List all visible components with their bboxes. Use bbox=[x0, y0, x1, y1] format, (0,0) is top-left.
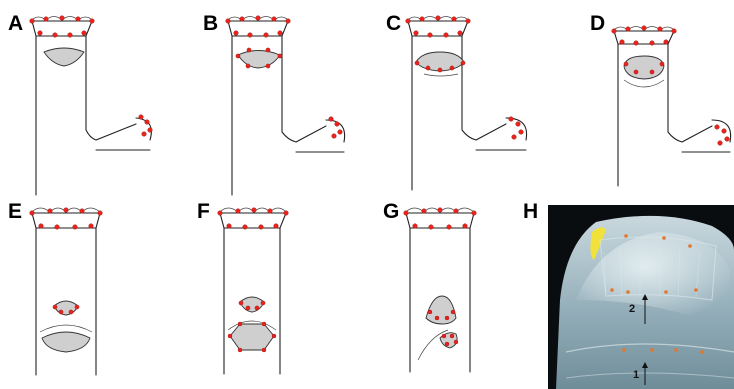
panel-label-c: C bbox=[386, 12, 401, 35]
panel-label-d: D bbox=[590, 12, 605, 35]
drawing-e bbox=[30, 208, 103, 375]
panel-h: H 2 1 bbox=[523, 200, 734, 389]
panel-c: C bbox=[386, 12, 527, 190]
panel-label-g: G bbox=[383, 200, 399, 223]
drawing-c bbox=[406, 16, 527, 190]
panel-label-b: B bbox=[203, 12, 218, 35]
panel-label-h: H bbox=[523, 200, 538, 223]
panel-g: G bbox=[383, 200, 476, 372]
panel-e: E bbox=[8, 200, 102, 375]
marker-2-label: 2 bbox=[629, 303, 635, 315]
panel-label-e: E bbox=[8, 200, 22, 223]
drawing-a bbox=[30, 16, 153, 195]
panel-f: F bbox=[197, 200, 288, 374]
drawing-d bbox=[612, 26, 731, 186]
photo-h: 2 1 bbox=[548, 205, 734, 389]
drawing-f bbox=[218, 208, 289, 374]
drawing-g bbox=[404, 208, 477, 372]
panel-b: B bbox=[203, 12, 345, 195]
drawing-b bbox=[226, 16, 345, 195]
panel-a: A bbox=[8, 12, 152, 195]
panel-d: D bbox=[590, 12, 731, 186]
marker-1-label: 1 bbox=[633, 369, 639, 381]
panel-label-f: F bbox=[197, 200, 210, 223]
panel-label-a: A bbox=[8, 12, 23, 35]
